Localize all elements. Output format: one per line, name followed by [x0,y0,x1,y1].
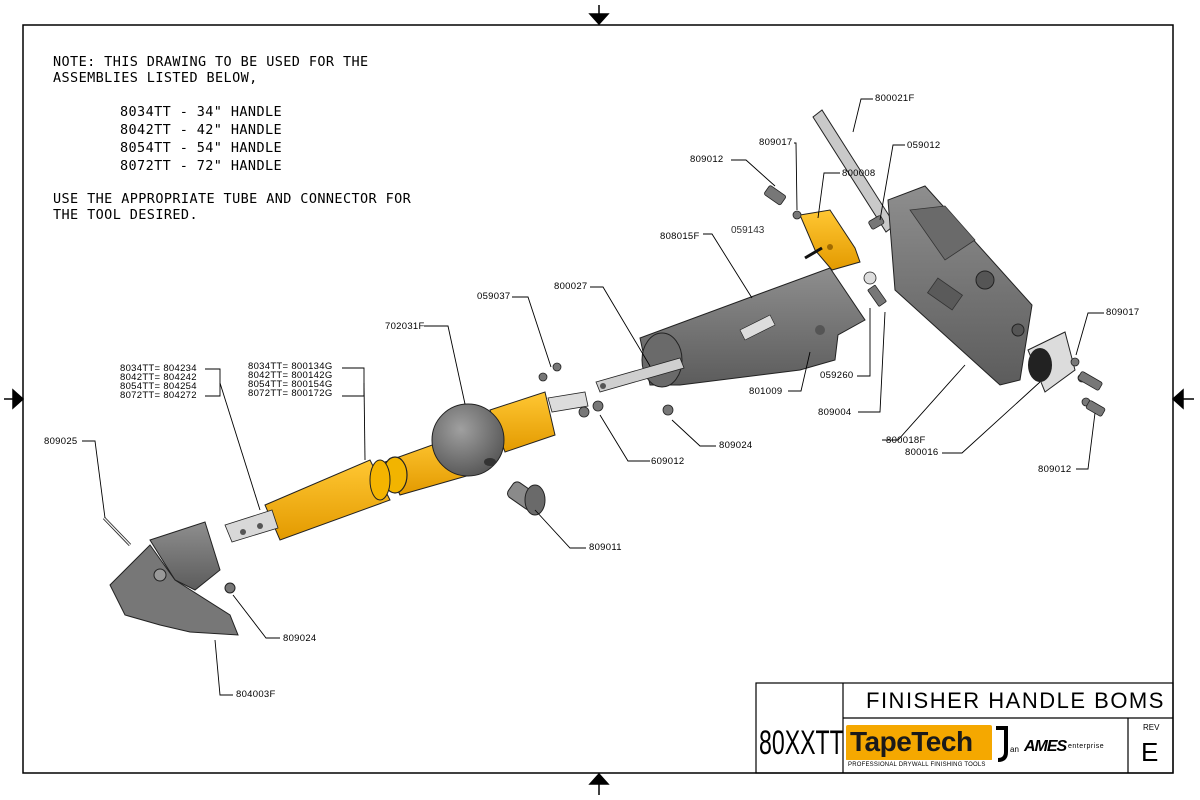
part-label-800027: 800027 [554,281,588,292]
part-label-800018F: 800018F [886,435,926,446]
part-label-800008: 800008 [842,168,876,179]
connector-table-row-1: 8034TT= 800134G [248,361,333,372]
note-use-2: THE TOOL DESIRED. [53,207,198,223]
part-label-809004: 809004 [818,407,852,418]
assembly-item-1: 8034TT - 34" HANDLE [120,104,283,120]
drawing-title: FINISHER HANDLE BOMS [866,688,1165,713]
part-label-801009: 801009 [749,386,783,397]
part-label-809011: 809011 [589,542,622,553]
shaft-800027 [595,357,685,393]
connector-table-row-2: 8042TT= 800142G [248,370,333,381]
tapetech-logo: TapeTech [850,726,973,757]
ames-logo: AMES [1024,738,1067,755]
part-label-609012: 609012 [651,456,685,467]
connector-table-row-3: 8054TT= 800154G [248,379,333,390]
part-label-059037: 059037 [477,291,511,302]
part-label-059260: 059260 [820,370,854,381]
part-label-059012: 059012 [907,140,941,151]
tube-table-row-1: 8034TT= 804234 [120,363,197,374]
part-label-809025: 809025 [44,436,78,447]
screw-059037 [538,362,674,418]
leader-lines [82,98,1104,696]
tapetech-tagline: PROFESSIONAL DRYWALL FINISHING TOOLS [848,762,986,768]
bottom-center-marker [588,772,610,795]
part-label-809024-lower: 809024 [283,633,317,644]
an-text: an [1010,745,1019,754]
note-line-1: NOTE: THIS DRAWING TO BE USED FOR THE [53,54,369,70]
part-label-809017-top: 809017 [759,137,793,148]
part-label-809017-right: 809017 [1106,307,1140,318]
end-plate-800018F [887,185,1033,386]
knob-809011 [507,481,546,516]
note-use-1: USE THE APPROPRIATE TUBE AND CONNECTOR F… [53,191,412,207]
part-label-702031F: 702031F [385,321,425,332]
right-center-marker [1171,388,1194,410]
screws-809017-809012-right [1070,357,1106,417]
part-label-800016: 800016 [905,447,939,458]
part-label-800021F: 800021F [875,93,915,104]
fasteners-top [764,185,887,307]
drawing-number: 80XXTT [759,724,844,762]
handle-804003F [109,521,239,636]
tube-table-row-2: 8042TT= 804242 [120,372,197,383]
assembly-item-3: 8054TT - 54" HANDLE [120,140,283,156]
ball-702031F [431,403,505,477]
part-label-809024-upper: 809024 [719,440,753,451]
part-label-808015F: 808015F [660,231,700,242]
bracket-800008 [799,209,861,271]
enterprise-text: enterprise [1068,743,1105,750]
assembly-item-2: 8042TT - 42" HANDLE [120,122,283,138]
wheel-bracket-800016 [1027,331,1076,393]
part-label-059143: 059143 [731,225,765,236]
left-center-marker [4,388,25,410]
top-center-marker [588,5,610,26]
part-label-804003F: 804003F [236,689,276,700]
part-label-809012-right: 809012 [1038,464,1072,475]
assembly-item-4: 8072TT - 72" HANDLE [120,158,283,174]
note-line-2: ASSEMBLIES LISTED BELOW, [53,70,258,86]
tube-table-row-4: 8072TT= 804272 [120,390,197,401]
nut-809024-lower [224,582,236,594]
rev-value: E [1141,737,1159,767]
tapetech-logo-shape [846,725,1008,770]
part-label-809012-top: 809012 [690,154,724,165]
rev-label: REV [1143,723,1160,732]
pin-809025 [102,516,132,547]
connector-table-row-4: 8072TT= 800172G [248,388,333,399]
title-block-frame [755,682,1174,774]
tube-804234 [224,459,391,543]
tube-table-row-3: 8054TT= 804254 [120,381,197,392]
